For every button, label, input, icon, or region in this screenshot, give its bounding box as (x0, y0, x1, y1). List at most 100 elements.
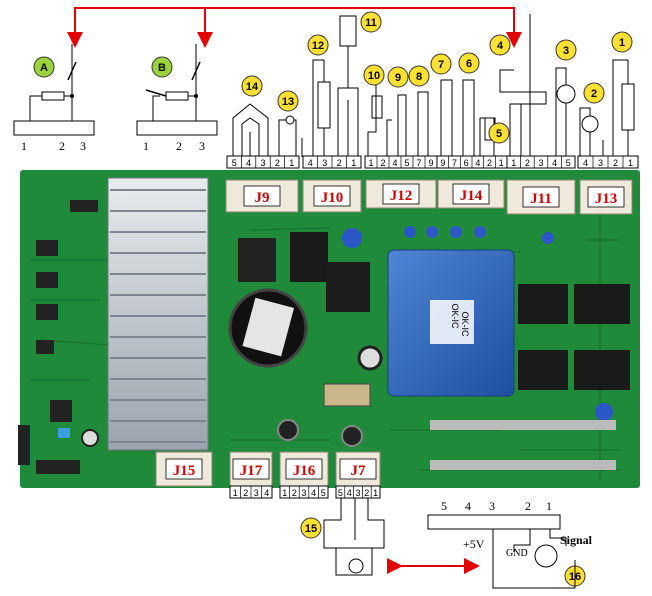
j14-top-pin: 4 (475, 158, 480, 168)
component-number-10: 10 (368, 70, 380, 82)
j7-bottom-pin: 5 (338, 488, 343, 498)
component-number-3: 3 (563, 45, 569, 57)
connector-j16: J16 (279, 451, 329, 487)
j17-bottom-pin: 1 (233, 488, 238, 498)
component-bubble-6: 6 (458, 52, 480, 74)
j7-bottom-pin: 1 (373, 488, 378, 498)
component-number-6: 6 (466, 58, 472, 70)
switch-b-pin-2: 2 (176, 139, 182, 153)
connector-j10: J10 (302, 179, 362, 213)
switch-b-label: B (158, 62, 166, 74)
connector-j13: J13 (579, 179, 633, 215)
component-bubble-3: 3 (555, 39, 577, 61)
switch-a-diagram: A 1 2 3 (13, 44, 95, 153)
component-bubble-1: 1 (611, 31, 633, 53)
component-15-schematic (323, 498, 385, 576)
connector-label-j7: J7 (351, 463, 367, 479)
j14-top-pin: 2 (487, 158, 492, 168)
heatsink (107, 177, 209, 451)
connector-label-j13: J13 (595, 191, 618, 207)
j9-top-pin: 5 (232, 158, 237, 168)
component-number-9: 9 (395, 72, 401, 84)
component-number-5: 5 (496, 128, 502, 140)
j9-top-pin: 3 (260, 158, 265, 168)
j12-top-pin: 4 (392, 158, 397, 168)
j17-bottom-pin: 4 (264, 488, 269, 498)
component-number-11: 11 (365, 17, 377, 29)
component-bubble-13: 13 (277, 90, 299, 112)
connector-label-j11: J11 (530, 191, 552, 207)
component-bubble-2: 2 (583, 82, 605, 104)
component-number-12: 12 (312, 40, 324, 52)
connector-j11: J11 (506, 179, 576, 215)
component-number-8: 8 (416, 71, 422, 83)
component-bubble-14: 14 (241, 75, 263, 97)
j7-bottom-pin: 2 (364, 488, 369, 498)
j11-top-pin: 5 (566, 158, 571, 168)
connector-label-j15: J15 (173, 463, 196, 479)
j17-bottom-pin: 2 (243, 488, 248, 498)
component-bubble-7: 7 (430, 53, 452, 75)
j12-top-pin: 5 (404, 158, 409, 168)
sensor-pin-3: 3 (489, 499, 495, 513)
j10-top-pin: 2 (337, 158, 342, 168)
switch-a-pin-3: 3 (80, 139, 86, 153)
component-bubble-9: 9 (387, 66, 409, 88)
j13-top-pin: 4 (583, 158, 588, 168)
top-connection-arrows (67, 7, 522, 48)
j11-top-pin: 2 (525, 158, 530, 168)
j9-top-pin: 4 (246, 158, 251, 168)
pcb-board: OK-IC OK-IC (18, 170, 640, 488)
j16-bottom-pin: 1 (282, 488, 287, 498)
j12-top-pin: 1 (368, 158, 373, 168)
connector-label-j10: J10 (321, 190, 344, 206)
transformer-label-2: OK-IC (460, 311, 470, 337)
j16-bottom-pin: 3 (301, 488, 306, 498)
connector-j7: J7 (335, 451, 381, 487)
switch-b-diagram: B 1 2 3 (136, 44, 218, 153)
j11-top-pin: 4 (552, 158, 557, 168)
sensor-pin-1: 1 (546, 499, 552, 513)
component-number-4: 4 (497, 40, 504, 52)
connector-label-j12: J12 (390, 188, 413, 204)
sensor-pin-5: 5 (441, 499, 447, 513)
j12-top-pin: 9 (428, 158, 433, 168)
connector-j9: J9 (225, 179, 299, 213)
j12-top-pin: 2 (380, 158, 385, 168)
j7-bottom-pin: 3 (355, 488, 360, 498)
sensor-pin-2: 2 (525, 499, 531, 513)
j13-top-pin: 1 (628, 158, 633, 168)
j14-top-pin: 6 (464, 158, 469, 168)
component-bubble-4: 4 (489, 34, 511, 56)
sensor-16-schematic: 5 4 3 2 1 +5V GND Signal (427, 499, 593, 589)
sensor-signal-label: Signal (560, 533, 593, 547)
switch-a-pin-1: 1 (21, 139, 27, 153)
component-bubble-15: 15 (300, 517, 322, 539)
j13-top-pin: 3 (598, 158, 603, 168)
j17-bottom-pin: 3 (254, 488, 259, 498)
j14-top-pin: 7 (452, 158, 457, 168)
switch-a-label: A (40, 62, 48, 74)
component-number-7: 7 (438, 59, 444, 71)
connector-label-j9: J9 (255, 190, 270, 206)
j10-top-pin: 3 (322, 158, 327, 168)
component-number-15: 15 (305, 523, 317, 535)
j16-bottom-pin: 4 (311, 488, 316, 498)
component-number-13: 13 (282, 96, 294, 108)
j16-bottom-pin: 2 (292, 488, 297, 498)
sensor-pin-4: 4 (465, 499, 471, 513)
switch-b-pin-3: 3 (199, 139, 205, 153)
switch-b-pin-1: 1 (143, 139, 149, 153)
j10-top-pin: 1 (351, 158, 356, 168)
connector-label-j16: J16 (293, 463, 316, 479)
component-number-1: 1 (619, 37, 625, 49)
j11-top-pin: 1 (511, 158, 516, 168)
sensor-ground-label: GND (506, 548, 528, 559)
j12-top-pin: 7 (416, 158, 421, 168)
sensor-supply-label: +5V (463, 537, 485, 551)
component-bubble-5: 5 (488, 122, 510, 144)
connector-j14: J14 (437, 179, 505, 209)
component-bubble-12: 12 (307, 34, 329, 56)
connector-j15: J15 (155, 451, 213, 487)
